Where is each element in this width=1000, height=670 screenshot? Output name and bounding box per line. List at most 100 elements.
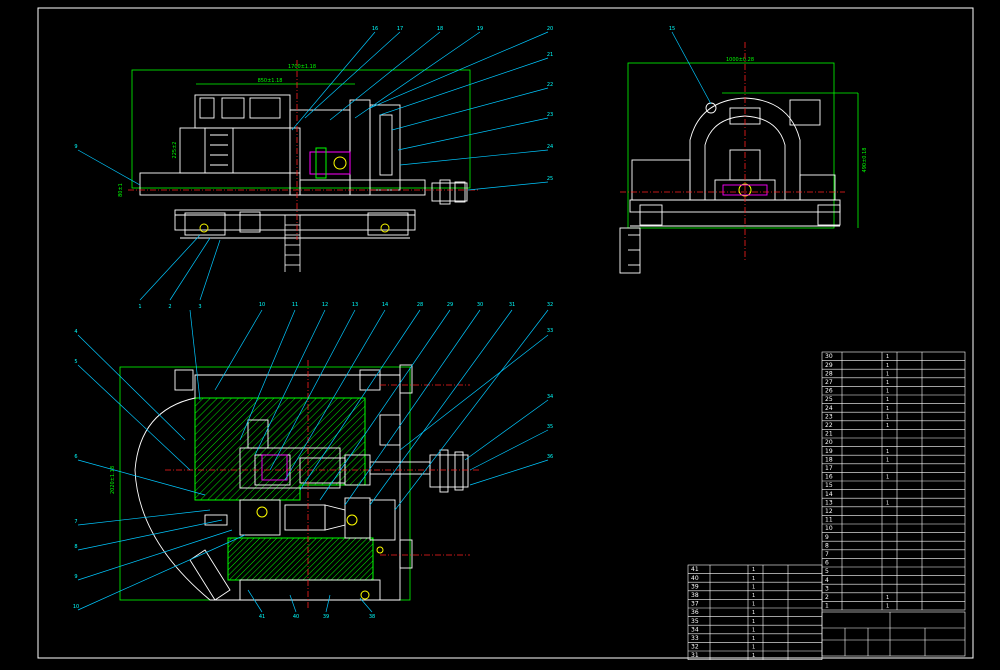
callout-front-top-0: 16 [372,26,378,32]
front-view: 1700±1.18 850±1.18 225±2 80±1 [74,26,553,310]
callout-plan-top-6: 29 [447,302,453,308]
callout-front-top-9: 25 [547,176,553,182]
side-pivot [705,102,717,114]
bom-lower-row-no: 38 [691,592,699,599]
bom-upper-row-no: 6 [825,560,829,567]
bom-lower-row-no: 35 [691,618,699,625]
bom-upper-row-qty: 1 [886,380,889,386]
front-wheel-right [380,223,390,233]
callout-front-left: 9 [74,144,77,150]
callout-plan-left-3: 7 [74,519,77,525]
bom-upper-grid [821,351,966,611]
side-width-dim: 1000±0.28 [726,57,754,63]
plan-height-dim: 2020±1.18 [110,466,116,494]
bom-lower-row-no: 33 [691,635,699,642]
bom-upper-row-no: 11 [825,517,833,524]
callout-front-top-8: 24 [547,144,553,150]
bom-upper-row-no: 21 [825,431,833,438]
callout-plan-top-10: 33 [547,328,553,334]
bom-upper-row-qty: 1 [886,449,889,455]
callout-front-top-3: 19 [477,26,483,32]
bom-upper-row-qty: 1 [886,414,889,420]
callout-plan-top-7: 30 [477,302,483,308]
bom-upper-row-qty: 1 [886,475,889,481]
bom-lower-row-qty: 1 [752,610,755,616]
plan-coupling [429,449,469,493]
bom-upper-row-no: 20 [825,439,833,446]
callout-plan-top-5: 28 [417,302,423,308]
callout-front-bottom-2: 3 [198,304,201,310]
bom-lower-row-no: 41 [691,566,699,573]
callout-front-top-7: 23 [547,112,553,118]
front-inner-dim: 850±1.18 [258,78,283,84]
side-height-dim: 490±0.18 [862,148,868,173]
bom-upper-row-no: 16 [825,474,833,481]
bom-upper-row-qty: 1 [886,500,889,506]
callout-plan-bottom-2: 39 [323,614,329,620]
bom-upper-row-no: 19 [825,448,833,455]
bom-lower-row-qty: 1 [752,576,755,582]
callout-front-top-2: 18 [437,26,443,32]
callout-front-top-6: 22 [547,82,553,88]
bom-upper-row-no: 24 [825,405,833,412]
callout-plan-top-1: 11 [292,302,298,308]
front-small-dim: 80±1 [118,183,124,197]
callout-plan-left-0: 4 [74,329,77,335]
bom-upper-row-no: 12 [825,508,833,515]
plan-hatched-lower [227,537,374,581]
plan-view: 2020±1.18 [73,302,553,620]
callout-plan-bottom-1: 40 [293,614,299,620]
callout-plan-left-1: 5 [74,359,77,365]
bom-upper-row-no: 30 [825,353,833,360]
plan-callout-labels: 10 11 12 13 14 28 29 30 31 32 33 4 5 6 7… [73,302,553,620]
plan-leader-lines [77,309,549,613]
bom-upper-row-no: 4 [825,577,829,584]
bom-upper-row-qty: 1 [886,354,889,360]
bom-upper-row-qty: 1 [886,604,889,610]
callout-front-top-5: 21 [547,52,553,58]
front-callout-labels: 16 17 18 19 20 21 22 23 24 25 9 1 2 3 [74,26,553,310]
bom-upper-row-qty: 1 [886,363,889,369]
bom-upper-row-no: 2 [825,594,829,601]
drawing-frame [37,7,974,659]
callout-front-top-1: 17 [397,26,403,32]
bom-upper-row-qty: 1 [886,371,889,377]
front-leader-lines [77,31,549,301]
bom-lower-row-qty: 1 [752,593,755,599]
title-block [821,611,966,657]
callout-front-top-4: 20 [547,26,553,32]
callout-plan-right-2: 36 [547,454,553,460]
callout-plan-left-6: 10 [73,604,79,610]
bom-lower-row-no: 36 [691,609,699,616]
bom-upper-row-no: 14 [825,491,833,498]
bom-lower-row-qty: 1 [752,645,755,651]
bom-upper-row-no: 3 [825,585,829,592]
bom-upper-row-no: 29 [825,362,833,369]
front-dim-envelope [131,69,471,189]
bom-lower-grid [687,564,823,660]
bom-upper-row-no: 23 [825,413,833,420]
callout-plan-bottom-3: 38 [369,614,375,620]
front-wheel-left [199,223,209,233]
callout-front-bottom-0: 1 [138,304,141,310]
bom-upper-row-no: 9 [825,534,829,541]
bom-upper-row-no: 1 [825,603,829,610]
callout-plan-left-5: 9 [74,574,77,580]
callout-plan-top-2: 12 [322,302,328,308]
bom-lower-row-no: 31 [691,652,699,659]
bom-lower-row-no: 32 [691,644,699,651]
bom-upper-row-no: 17 [825,465,833,472]
bom-upper-row-no: 18 [825,456,833,463]
bom-upper-row-qty: 1 [886,423,889,429]
front-machine-body [139,94,468,239]
callout-side-top: 15 [669,26,675,32]
bom-lower-row-qty: 1 [752,653,755,659]
bom-upper-row-no: 22 [825,422,833,429]
callout-plan-left-2: 6 [74,454,77,460]
bom-lower-row-no: 37 [691,601,699,608]
callout-plan-top-9: 32 [547,302,553,308]
bom-upper-row-no: 8 [825,542,829,549]
